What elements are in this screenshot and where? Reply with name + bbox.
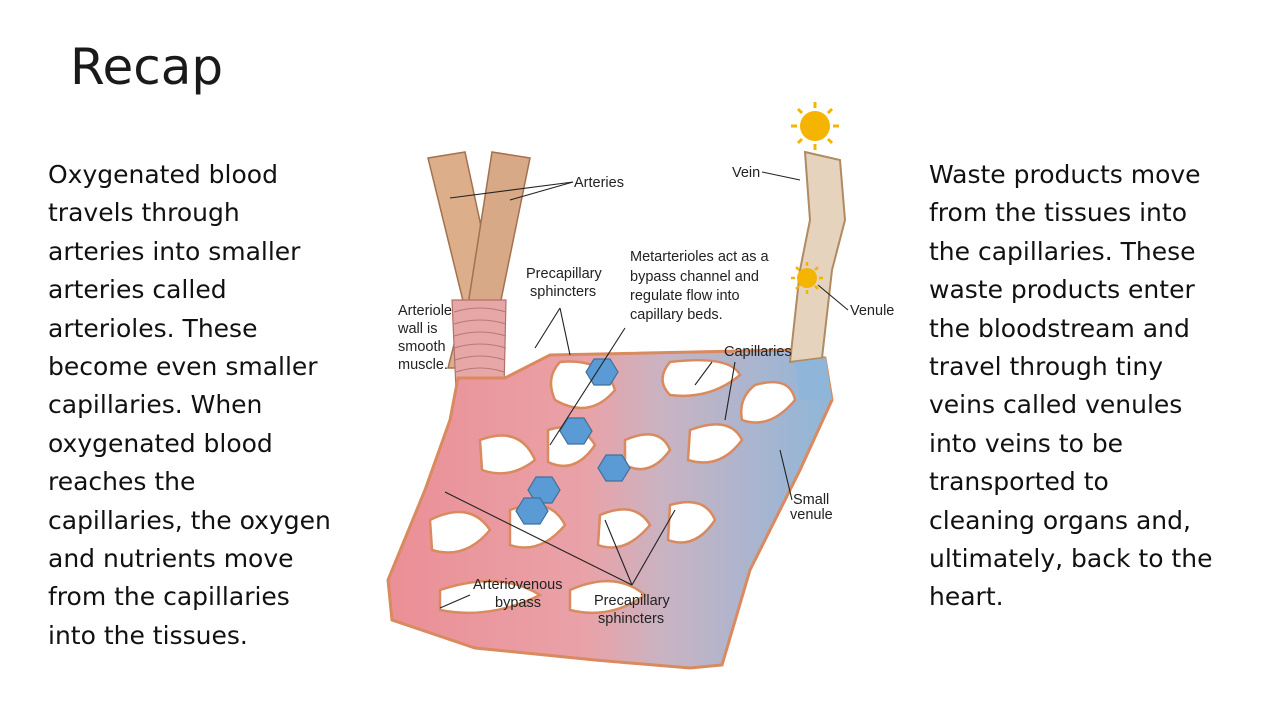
waste-hexagons xyxy=(515,358,631,525)
left-text-line: travels through xyxy=(48,198,240,228)
label-arteriole-2: wall is xyxy=(397,321,437,337)
left-text-line: arteries into smaller xyxy=(48,236,301,266)
left-text-line: arterioles. These xyxy=(48,313,258,343)
label-arteries: Arteries xyxy=(574,175,624,191)
label-leader-lines xyxy=(439,171,849,609)
right-text-line: from the tissues into xyxy=(929,198,1187,228)
left-text-line: capillaries. When xyxy=(48,390,263,420)
capillary-bed-diagram: Arteries Vein Precapillary sphincters Ar… xyxy=(386,102,894,670)
left-text-line: capillaries, the oxygen xyxy=(48,505,331,535)
label-precapillary-bottom-1: Precapillary xyxy=(594,593,670,609)
label-arteriole-1: Arteriole xyxy=(398,303,452,319)
left-text-line: oxygenated blood xyxy=(48,428,273,458)
label-arteriole-4: muscle. xyxy=(398,357,448,373)
sun-icon xyxy=(791,102,839,150)
sun-icon xyxy=(791,262,823,294)
right-text-line: waste products enter xyxy=(929,275,1195,305)
right-text-block: Waste products move from the tissues into… xyxy=(929,156,1212,617)
label-vein: Vein xyxy=(732,165,760,181)
right-text-line: Waste products move xyxy=(929,160,1201,189)
right-text-line: cleaning organs and, xyxy=(929,505,1191,535)
left-text-line: become even smaller xyxy=(48,352,318,382)
slide-title: Recap xyxy=(70,38,224,96)
label-venule: Venule xyxy=(850,303,894,319)
left-text-block: Oxygenated blood travels through arteries … xyxy=(48,156,331,655)
right-text-line: travel through tiny xyxy=(929,352,1164,382)
label-arteriole-3: smooth xyxy=(398,339,446,355)
left-text-line: reaches the xyxy=(48,467,196,497)
label-metarterioles-4: capillary beds. xyxy=(630,307,723,323)
left-text-line: from the capillaries xyxy=(48,582,290,612)
right-text-line: the capillaries. These xyxy=(929,236,1196,266)
left-text-line: and nutrients move xyxy=(48,544,294,574)
label-small-venule-2: venule xyxy=(790,507,833,523)
label-metarterioles-2: bypass channel and xyxy=(630,269,759,285)
label-precapillary-top-2: sphincters xyxy=(530,284,596,300)
label-precapillary-top-1: Precapillary xyxy=(526,266,602,282)
label-metarterioles-1: Metarterioles act as a xyxy=(630,249,770,265)
label-small-venule-1: Small xyxy=(793,492,829,508)
label-capillaries: Capillaries xyxy=(724,344,792,360)
label-av-bypass-1: Arteriovenous xyxy=(473,577,562,593)
right-text-line: ultimately, back to the xyxy=(929,544,1213,574)
right-text-line: heart. xyxy=(929,582,1004,612)
right-text-line: transported to xyxy=(929,467,1109,497)
label-metarterioles-3: regulate flow into xyxy=(630,288,740,304)
capillary-bed xyxy=(386,150,847,670)
right-text-line: into veins to be xyxy=(929,428,1124,458)
left-text-line: arteries called xyxy=(48,275,227,305)
arteries-illustration xyxy=(427,151,531,391)
left-text-line: into the tissues. xyxy=(48,620,248,650)
label-av-bypass-2: bypass xyxy=(495,595,541,611)
label-precapillary-bottom-2: sphincters xyxy=(598,611,664,627)
right-text-line: the bloodstream and xyxy=(929,313,1190,343)
left-text-line: Oxygenated blood xyxy=(48,160,278,189)
right-text-line: veins called venules xyxy=(929,390,1183,420)
